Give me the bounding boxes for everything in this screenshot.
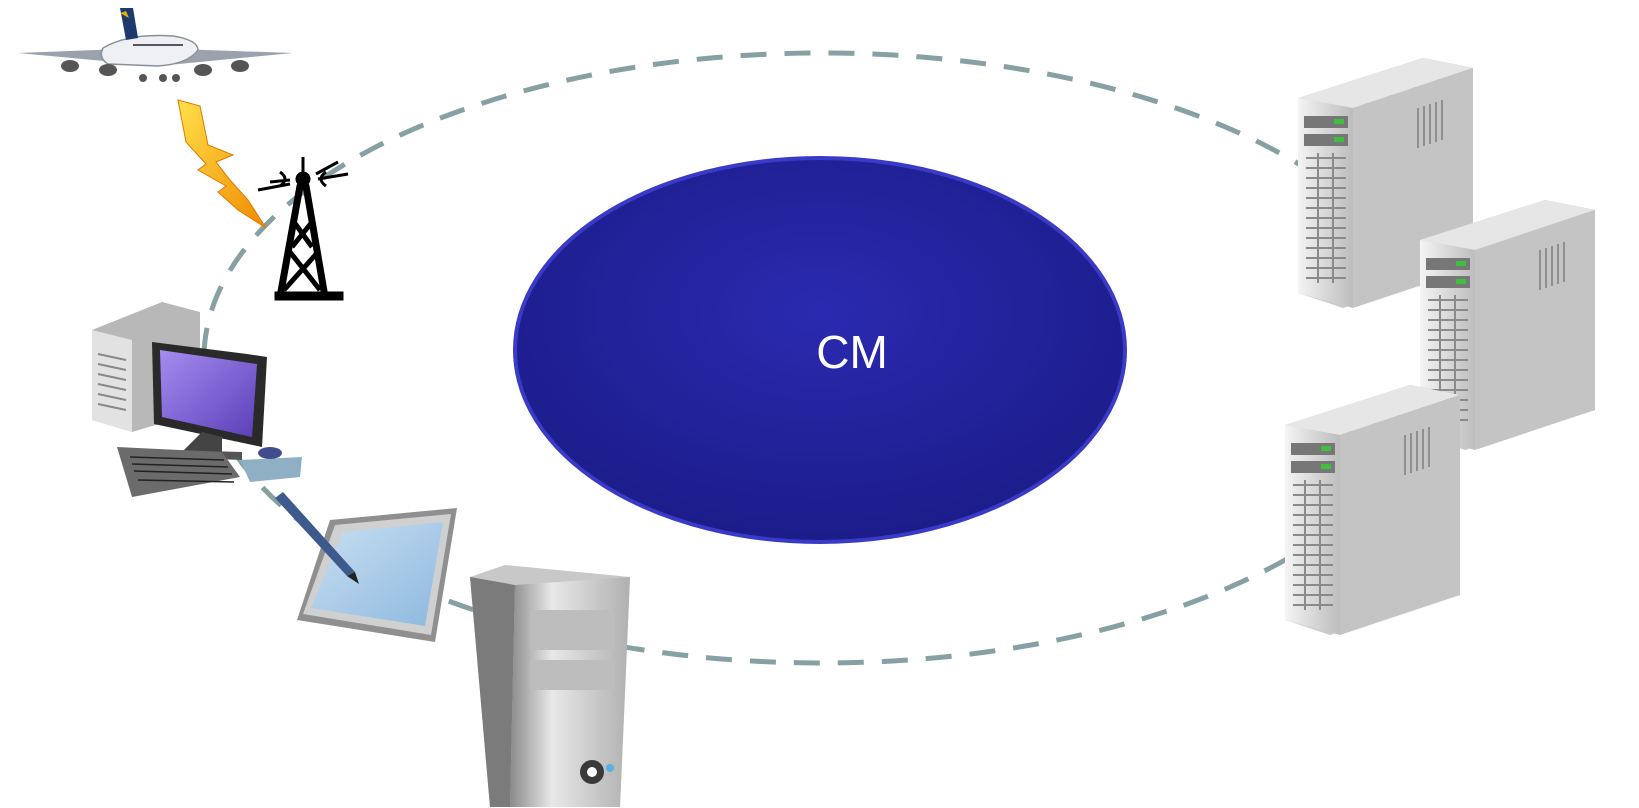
pc-tower-icon [470,565,630,807]
radio-tower-icon [257,157,349,301]
desktop-computer-icon [92,302,302,497]
lightning-bolt-icon [177,99,267,229]
cm-label: CM [816,326,888,378]
airplane-icon [18,8,293,82]
cm-node: CM [513,156,1127,544]
pen-tablet-icon [275,492,457,642]
server-icon [1284,384,1461,636]
